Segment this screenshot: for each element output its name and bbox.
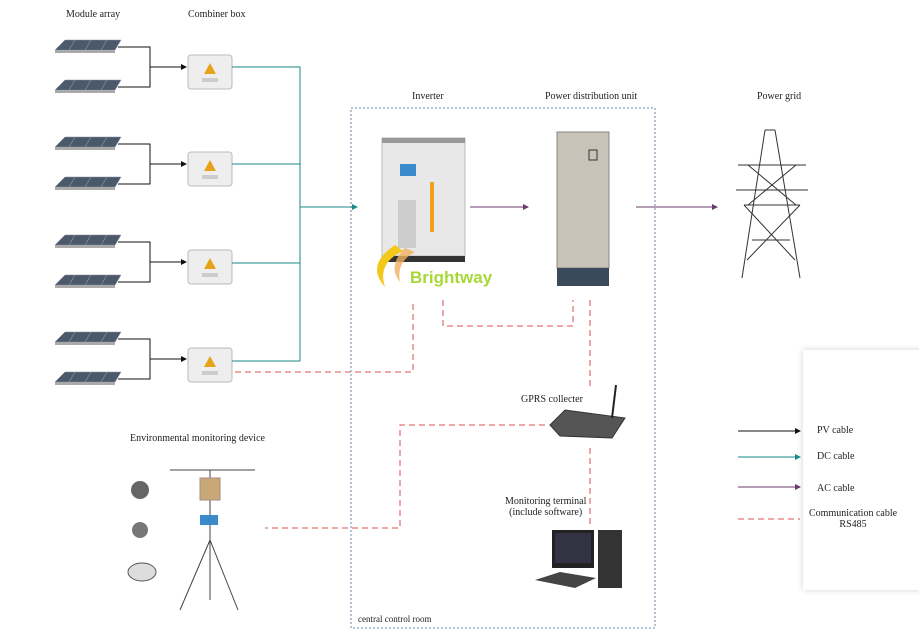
power-grid-tower-image (736, 129, 808, 279)
monitoring-line2: (include software) (509, 507, 583, 518)
label-control-room: central control room (358, 614, 432, 624)
monitoring-line1: Monitoring terminal (505, 496, 587, 507)
label-power-grid: Power grid (757, 91, 802, 102)
label-inverter: Inverter (412, 91, 444, 102)
pdu-image (556, 131, 610, 286)
module-array-panels (54, 39, 122, 386)
inverter-image (377, 137, 466, 287)
legend-dc-label: DC cable (817, 451, 855, 462)
central-control-room-box (350, 107, 656, 629)
legend-comm-label: Communication cable RS485 (809, 508, 897, 530)
gprs-collector-image (549, 384, 626, 439)
pv-cables (118, 46, 186, 380)
label-module-array: Module array (66, 9, 121, 20)
label-combiner-box: Combiner box (188, 9, 246, 20)
label-env-device: Environmental monitoring device (130, 433, 265, 444)
legend-ac-label: AC cable (817, 483, 855, 494)
communication-cables (235, 300, 800, 529)
monitoring-terminal-image (535, 530, 622, 588)
dc-cables (232, 66, 358, 362)
label-monitoring-terminal: Monitoring terminal (include software) (505, 496, 586, 518)
environmental-monitoring-device-image (127, 469, 255, 611)
label-pdu: Power distribution unit (545, 91, 638, 102)
legend-pv-label: PV cable (817, 425, 854, 436)
legend-box (803, 350, 919, 590)
combiner-boxes (187, 54, 233, 383)
brightway-watermark: Brightway (410, 268, 493, 287)
legend-comm-line1: Communication cable (809, 508, 898, 519)
label-gprs: GPRS collecter (521, 394, 583, 405)
legend-comm-line2: RS485 (839, 519, 867, 530)
